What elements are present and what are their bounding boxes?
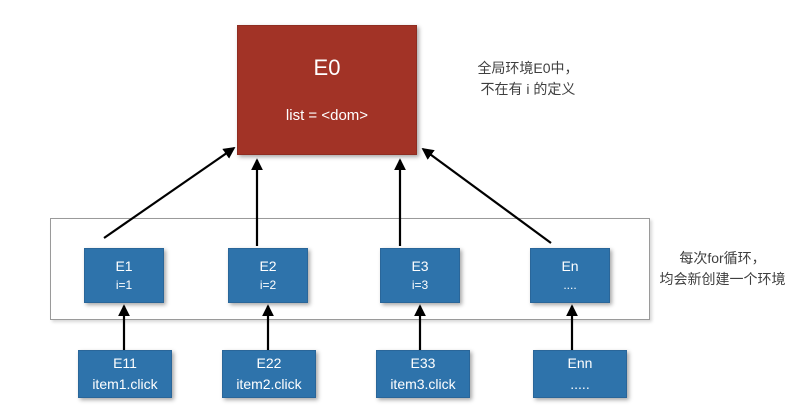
env-box-e0-title: E0 — [313, 54, 341, 80]
env-box-enn: Enn ..... — [533, 350, 627, 398]
env-box-e1: E1 i=1 — [84, 248, 164, 303]
loop-environments-group-box — [50, 218, 650, 320]
env-box-e3-detail: i=3 — [411, 278, 429, 293]
env-box-e11-title: E11 — [113, 355, 137, 371]
env-box-e22: E22 item2.click — [222, 350, 316, 398]
env-box-e1-title: E1 — [115, 257, 133, 274]
env-box-e11-detail: item1.click — [92, 375, 158, 392]
annotation-global-env: 全局环境E0中， 不在有 i 的定义 — [477, 60, 579, 97]
env-box-e22-detail: item2.click — [236, 375, 302, 392]
env-box-e11: E11 item1.click — [78, 350, 172, 398]
env-box-e1-detail: i=1 — [115, 278, 133, 293]
env-box-e33-title: E33 — [410, 355, 436, 371]
env-box-enn-title: Enn — [567, 355, 593, 371]
env-box-e33-detail: item3.click — [390, 375, 456, 392]
env-box-en-title: En — [561, 257, 579, 274]
env-box-e0: E0 list = <dom> — [237, 25, 417, 155]
env-box-en-detail: .... — [563, 278, 577, 293]
annotation-loop-env: 每次for循环， 均会新创建一个环境 — [659, 250, 786, 287]
env-box-e2-title: E2 — [259, 257, 277, 274]
env-box-enn-detail: ..... — [570, 375, 590, 392]
env-box-e22-title: E22 — [256, 355, 282, 371]
env-box-e0-detail: list = <dom> — [285, 107, 369, 125]
env-box-e2-detail: i=2 — [259, 278, 277, 293]
env-box-en: En .... — [530, 248, 610, 303]
env-box-e3-title: E3 — [411, 257, 429, 274]
env-box-e3: E3 i=3 — [380, 248, 460, 303]
env-box-e33: E33 item3.click — [376, 350, 470, 398]
env-box-e2: E2 i=2 — [228, 248, 308, 303]
